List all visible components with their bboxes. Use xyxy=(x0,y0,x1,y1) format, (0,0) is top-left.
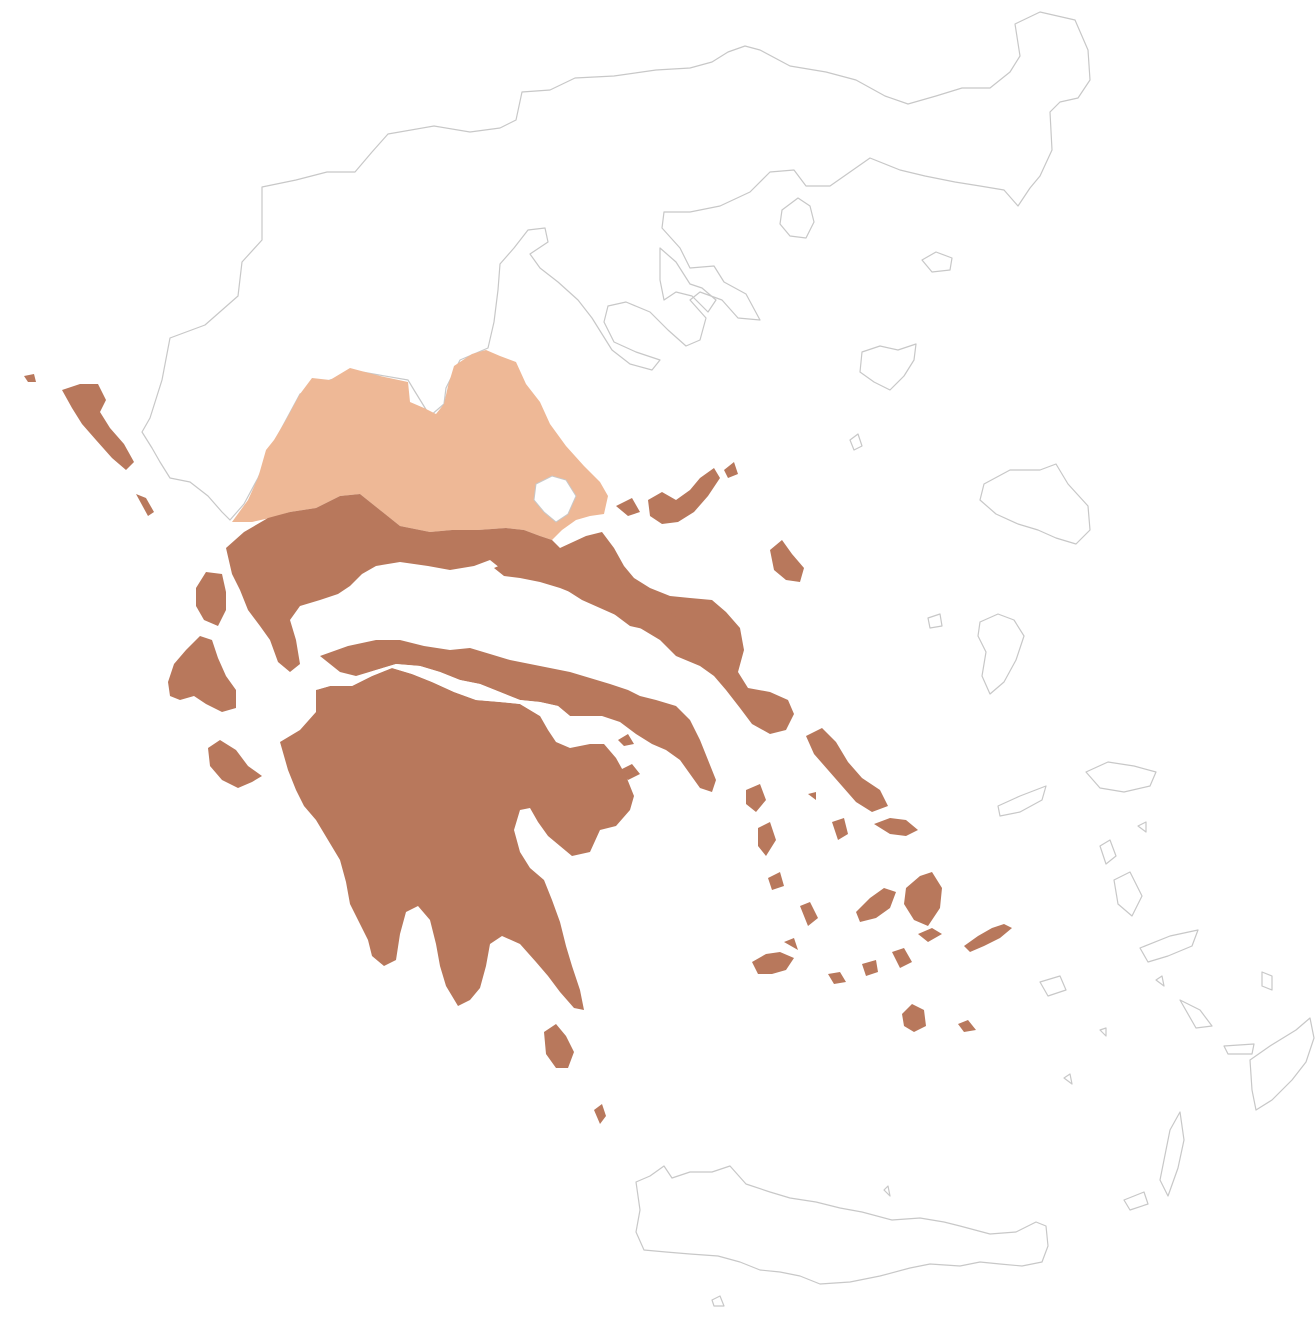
saronic-islands xyxy=(586,734,640,812)
pagasetic-gulf xyxy=(533,475,577,523)
gulf-of-corinth xyxy=(316,664,570,718)
region-thessaly xyxy=(232,350,608,540)
region-peloponnese xyxy=(280,668,634,1010)
crete-outline xyxy=(635,1165,1049,1285)
ios-folegandros xyxy=(828,928,942,984)
milos xyxy=(752,938,798,974)
amorgos xyxy=(964,924,1012,952)
small-islands-outline xyxy=(883,821,1273,1197)
dodecanese-outline xyxy=(1099,839,1255,1055)
thasos-outline xyxy=(779,197,815,239)
samos-outline xyxy=(1085,761,1157,793)
lemnos-outline xyxy=(859,343,917,391)
kefalonia xyxy=(168,636,236,712)
paros-naxos xyxy=(856,872,942,926)
corfu xyxy=(62,384,134,470)
ikaria-outline xyxy=(997,785,1047,817)
cape-malea xyxy=(544,1024,574,1068)
euboea xyxy=(494,556,720,668)
lefkada xyxy=(196,572,226,626)
psara-outline xyxy=(927,613,943,629)
paxoi xyxy=(136,494,154,516)
region-central-greece xyxy=(226,494,794,734)
kea-kythnos xyxy=(746,784,776,856)
chios-outline xyxy=(977,613,1025,695)
santorini xyxy=(902,1004,926,1032)
kasos-outline xyxy=(1123,1191,1149,1211)
syros-mykonos xyxy=(808,792,848,840)
andros xyxy=(806,728,888,812)
skyros xyxy=(770,540,804,582)
zakynthos xyxy=(208,740,262,788)
karpathos-outline xyxy=(1159,1111,1185,1197)
samothrace-outline xyxy=(921,251,953,273)
anafi xyxy=(958,1020,976,1032)
othonoi xyxy=(24,374,36,382)
region-attica xyxy=(320,640,716,792)
rhodes-outline xyxy=(1249,1017,1315,1111)
chalkidiki-outline xyxy=(659,247,717,313)
tinos xyxy=(874,818,918,836)
kythira xyxy=(594,1104,606,1124)
lesbos-outline xyxy=(979,463,1091,545)
sporades xyxy=(616,462,738,524)
agios-efstratios-outline xyxy=(849,433,863,451)
serifos-sifnos xyxy=(768,872,818,926)
gavdos-outline xyxy=(711,1295,725,1307)
